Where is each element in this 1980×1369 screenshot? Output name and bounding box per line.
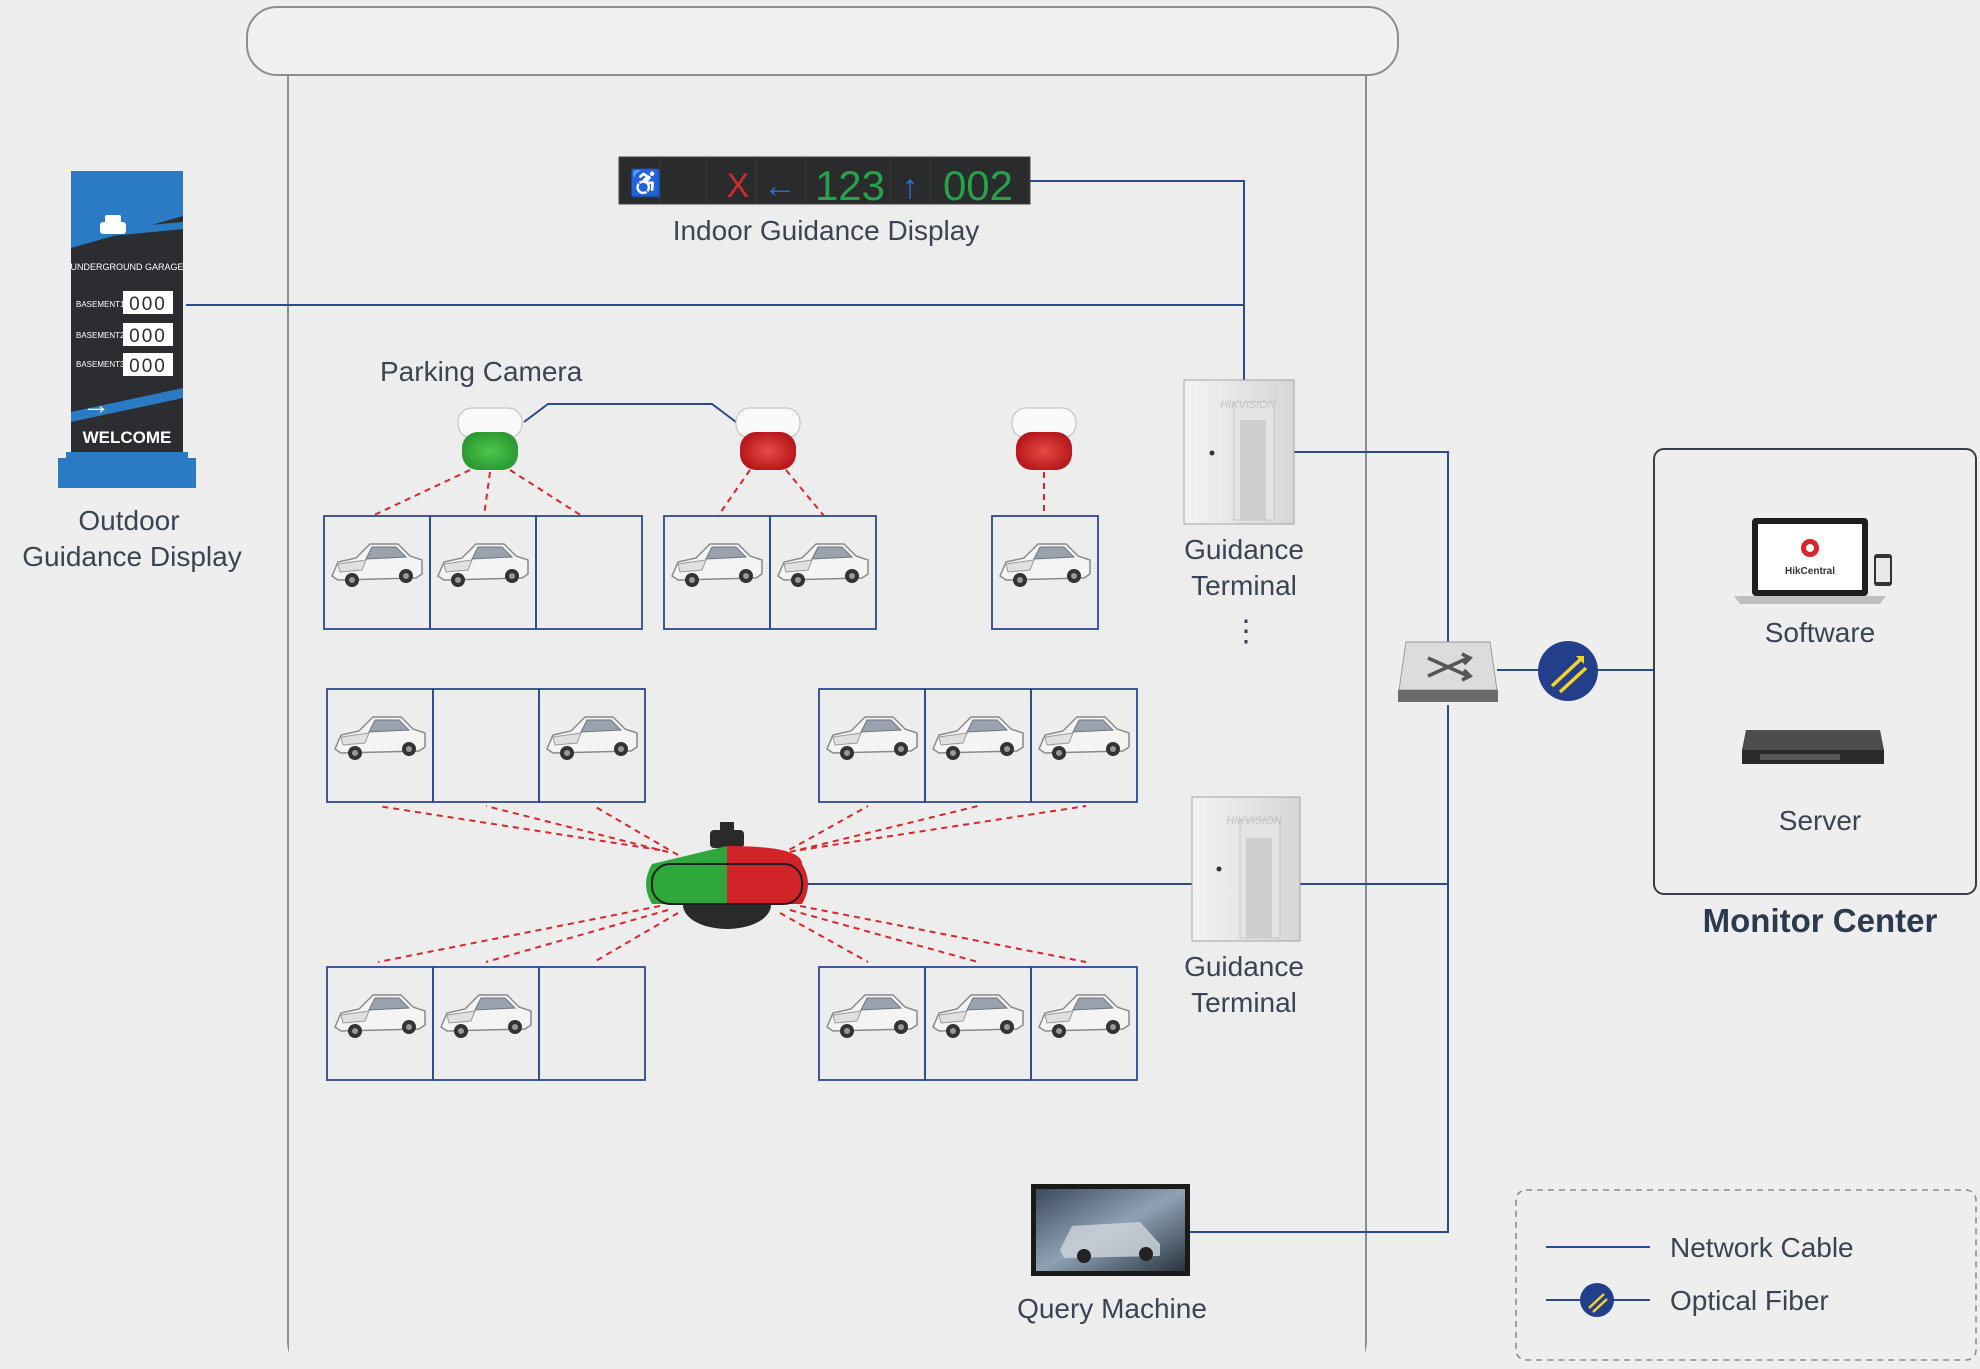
sign-row-3: BASEMENT3 000: [76, 353, 173, 377]
terminal-1-label-line2: Terminal: [1191, 570, 1297, 601]
legend-network-label: Network Cable: [1670, 1232, 1854, 1263]
row-name: BASEMENT3: [76, 360, 125, 369]
sign-p-letter: P: [78, 176, 122, 250]
garage-text: UNDERGROUND GARAGE: [70, 262, 183, 272]
parking-camera-2: [735, 407, 801, 470]
cross-icon: X: [727, 167, 750, 205]
row-value: 000: [129, 356, 167, 377]
space-row-bot-a: [326, 966, 646, 1081]
parking-camera-1: [457, 407, 523, 470]
legend-fiber-label: Optical Fiber: [1670, 1285, 1829, 1316]
parking-spaces: [323, 515, 1138, 1081]
arrow-right-icon: →: [82, 389, 110, 420]
building-outline: [246, 6, 1399, 1369]
guidance-terminal-1: HIKVISION Guidance Terminal ⋮: [1183, 379, 1304, 648]
software-label: Software: [1765, 617, 1876, 648]
indoor-guidance-display: ♿ X ← 123 ↑ 002 Indoor Guidance Display: [618, 156, 1031, 246]
optical-fiber-icon: [1538, 641, 1598, 701]
row-value: 000: [129, 294, 167, 315]
more-terminals-icon: ⋮: [1231, 615, 1261, 648]
terminal-brand: HIKVISION: [1226, 815, 1282, 827]
query-machine-label: Query Machine: [1017, 1293, 1207, 1324]
space-row-top-b: [663, 515, 877, 630]
space-row-bot-b: [818, 966, 1138, 1081]
network-switch-icon: [1398, 641, 1498, 702]
space-row-top-a: [323, 515, 643, 630]
monitor-center: HikCentral Software Server Monitor Cente…: [1653, 448, 1977, 939]
guidance-terminal-2: HIKVISION Guidance Terminal: [1184, 796, 1304, 1018]
software-brand: HikCentral: [1785, 566, 1835, 577]
fisheye-parking-camera: [646, 822, 808, 929]
legend: Network Cable Optical Fiber: [1515, 1189, 1977, 1361]
cable-indoor-display-to-terminal: [1030, 180, 1245, 305]
cable-terminal1-to-switch: [1294, 451, 1449, 652]
up-arrow-icon: ↑: [902, 168, 919, 206]
count-right: 002: [943, 162, 1013, 209]
laptop-icon: HikCentral: [1734, 518, 1892, 604]
parking-camera-3: [1011, 407, 1077, 470]
sign-car-icon: [100, 215, 126, 234]
space-row-mid-a: [326, 688, 646, 803]
sign-row-1: BASEMENT1 000: [76, 291, 173, 315]
monitor-center-title: Monitor Center: [1703, 902, 1938, 939]
outdoor-label-line1: Outdoor: [78, 505, 179, 536]
cable-switch-down: [1190, 705, 1449, 1233]
space-row-top-c: [991, 515, 1099, 630]
row-value: 000: [129, 326, 167, 347]
parking-camera-label: Parking Camera: [380, 356, 583, 387]
row-name: BASEMENT1: [76, 300, 125, 309]
network-cables: [186, 180, 1654, 1233]
accessible-icon: ♿: [630, 168, 662, 198]
detection-lines: [371, 469, 1087, 963]
row-name: BASEMENT2: [76, 331, 125, 340]
server-icon: [1742, 730, 1884, 764]
outdoor-guidance-display: P UNDERGROUND GARAGE BASEMENT1 000 BASEM…: [22, 171, 242, 572]
terminal-1-label-line1: Guidance: [1184, 534, 1304, 565]
terminal-2-label-line2: Terminal: [1191, 987, 1297, 1018]
terminal-2-label-line1: Guidance: [1184, 951, 1304, 982]
indoor-label: Indoor Guidance Display: [673, 215, 980, 246]
query-machine: Query Machine: [1017, 1184, 1207, 1324]
space-row-mid-b: [818, 688, 1138, 803]
welcome-text: WELCOME: [83, 428, 172, 447]
count-left: 123: [815, 162, 885, 209]
server-label: Server: [1779, 805, 1861, 836]
sign-row-2: BASEMENT2 000: [76, 323, 173, 347]
outdoor-label-line2: Guidance Display: [22, 541, 241, 572]
left-arrow-icon: ←: [763, 167, 797, 205]
cable-camera-chain: [523, 403, 737, 423]
terminal-brand: HIKVISION: [1220, 399, 1276, 411]
